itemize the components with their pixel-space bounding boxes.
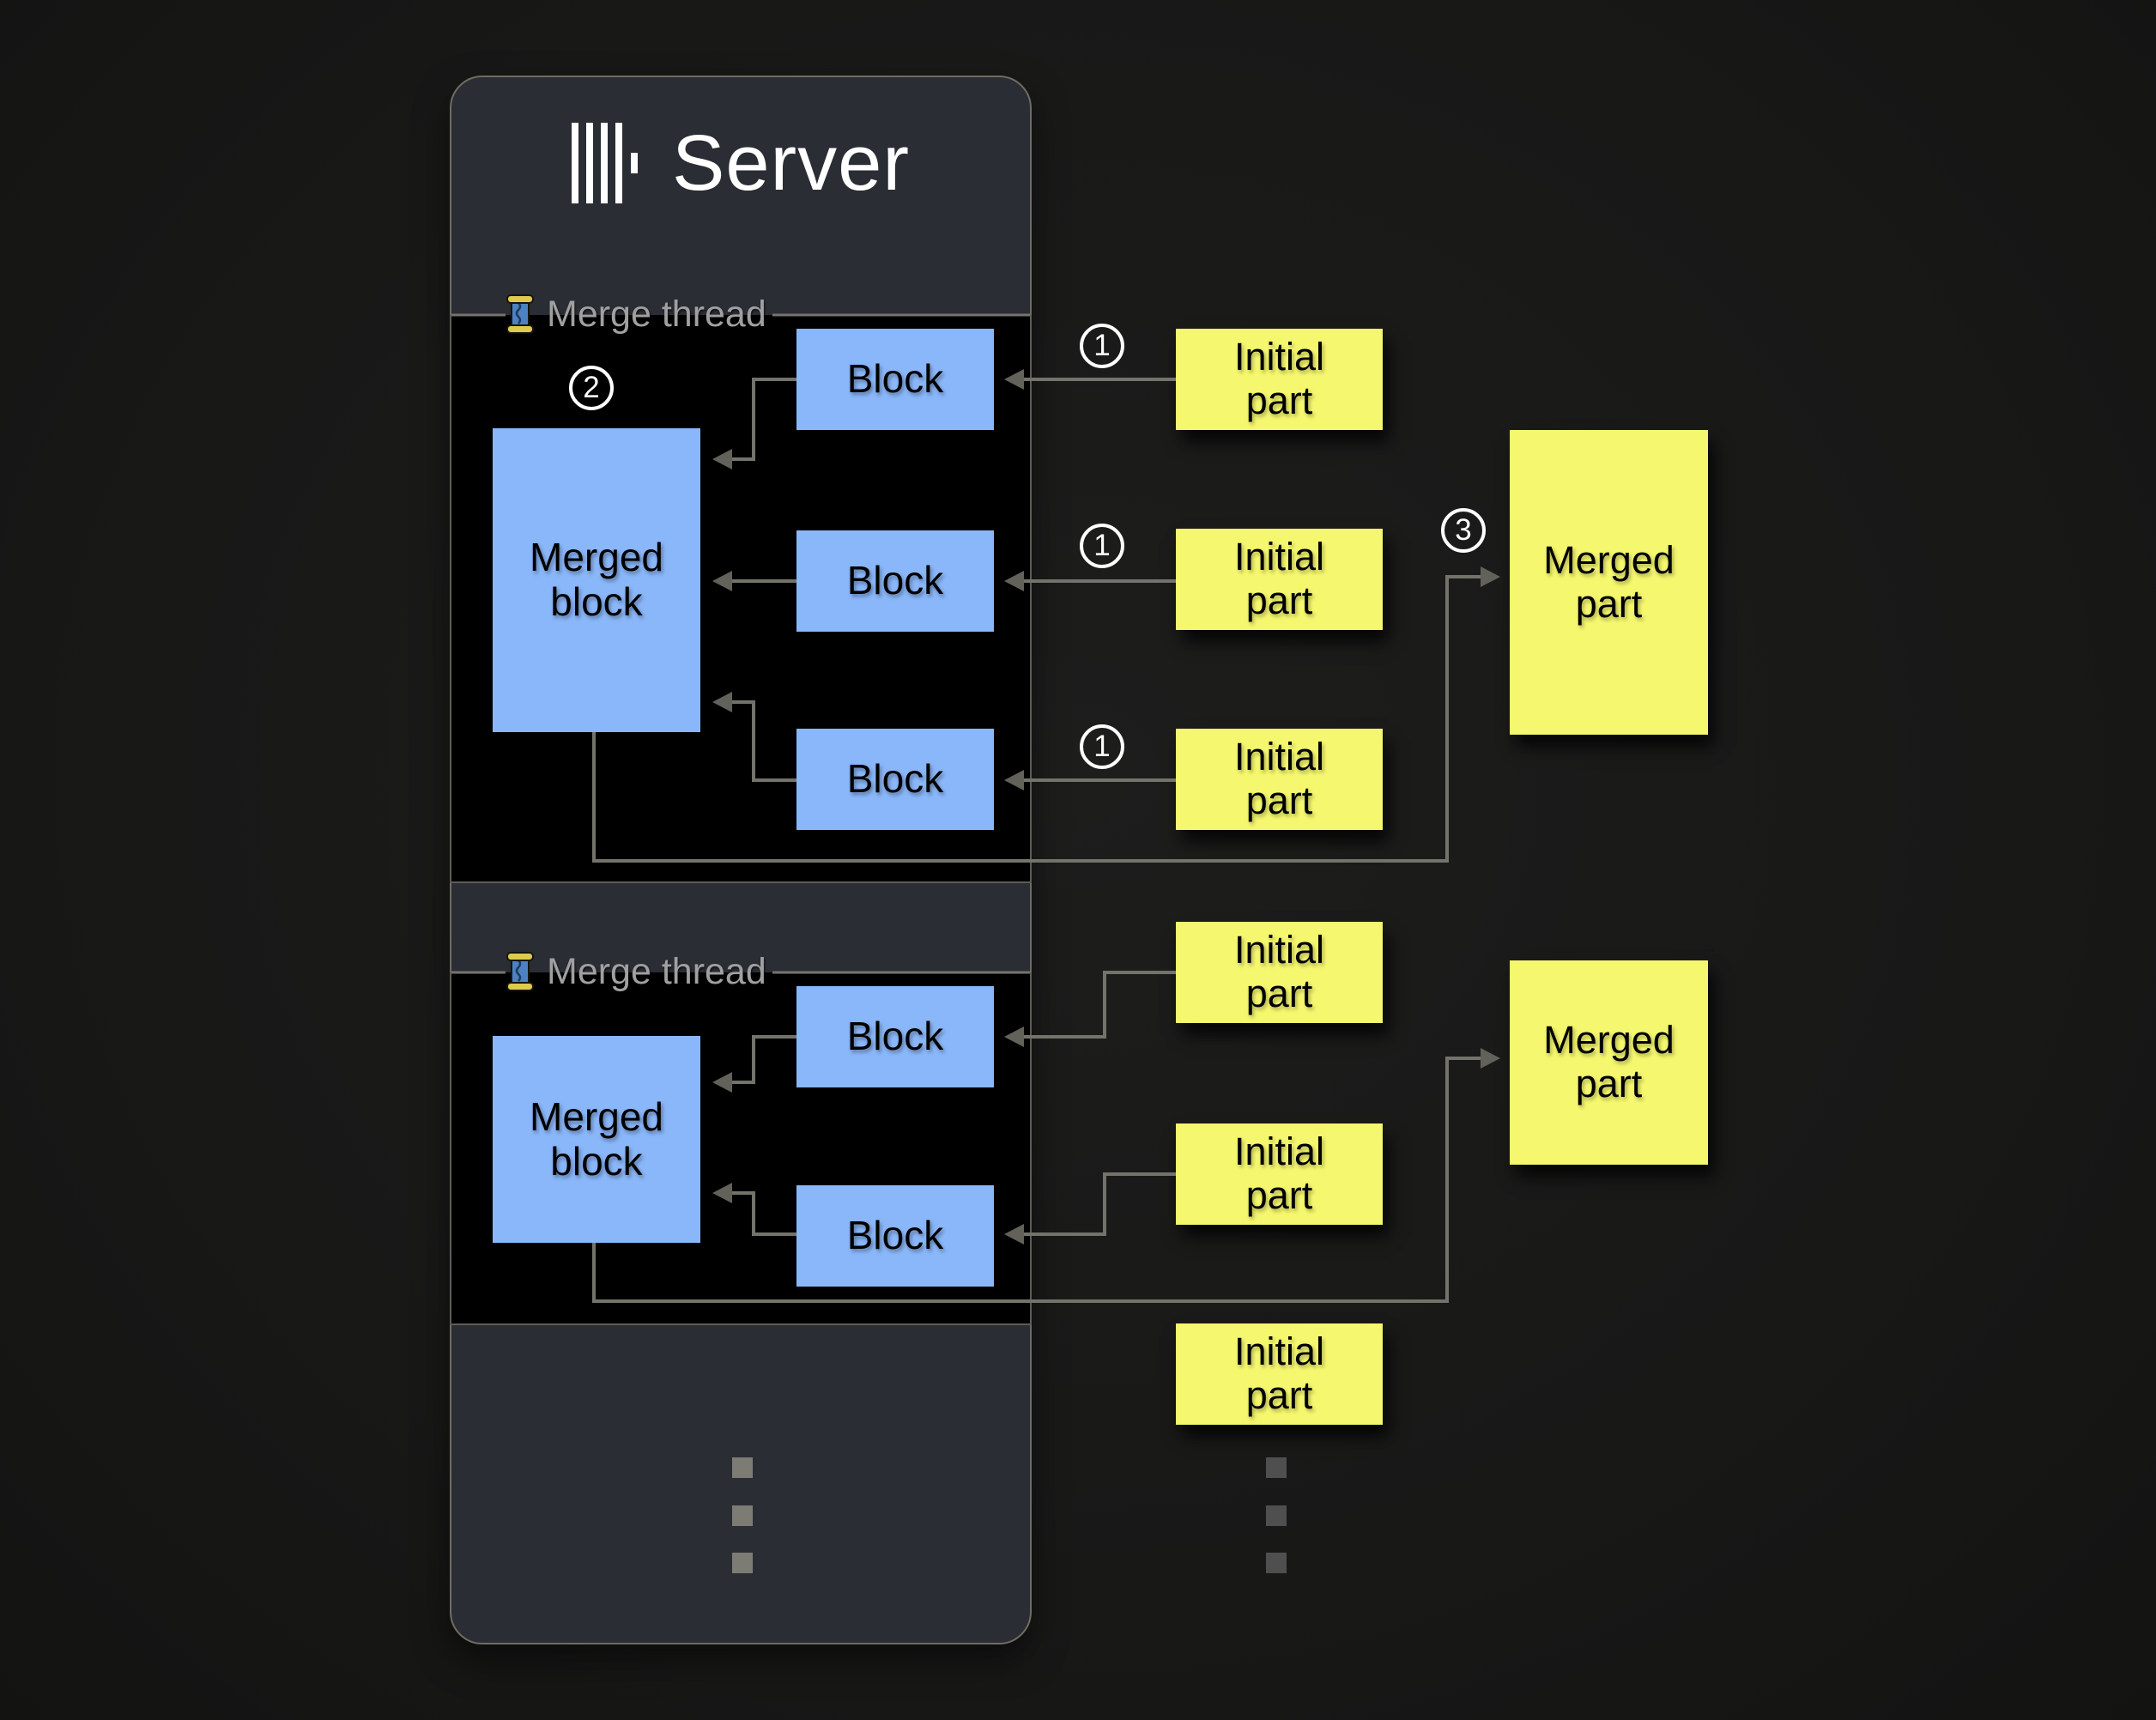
clickhouse-logo-icon (572, 123, 639, 203)
thread-spool-icon (506, 294, 534, 334)
merge-thread-legend-2: Merge thread (506, 950, 766, 993)
merge-thread-label: Merge thread (547, 293, 766, 335)
merge-thread-legend-1: Merge thread (506, 293, 766, 336)
arrow-initial4-to-block4 (1022, 971, 1176, 1039)
thread-spool-icon (506, 952, 534, 991)
block-5: Block (796, 1185, 994, 1287)
merge-thread-label: Merge thread (547, 950, 766, 992)
step-badge-3: 3 (1441, 508, 1486, 553)
block-4: Block (796, 986, 994, 1087)
step-badge-1b: 1 (1080, 524, 1124, 568)
ellipsis-right-dot (1266, 1505, 1287, 1526)
initial-part-3: Initial part (1176, 729, 1383, 830)
merged-block-1: Merged block (493, 428, 700, 732)
ellipsis-left-dot (732, 1457, 753, 1478)
block-1: Block (796, 329, 994, 430)
merged-part-1: Merged part (1510, 430, 1708, 735)
ellipsis-left-dot (732, 1553, 753, 1573)
server-title: Server (672, 118, 910, 207)
step-badge-1c: 1 (1080, 724, 1124, 769)
block-2: Block (796, 530, 994, 632)
ellipsis-right-dot (1266, 1553, 1287, 1573)
initial-part-2: Initial part (1176, 529, 1383, 630)
initial-part-4: Initial part (1176, 922, 1383, 1023)
initial-part-5: Initial part (1176, 1123, 1383, 1225)
ellipsis-right-dot (1266, 1457, 1287, 1478)
initial-part-1: Initial part (1176, 329, 1383, 430)
ellipsis-left-dot (732, 1505, 753, 1526)
arrow-initial5-to-block5 (1022, 1172, 1176, 1236)
step-badge-1a: 1 (1080, 324, 1124, 368)
step-badge-2: 2 (569, 366, 614, 410)
merged-block-2: Merged block (493, 1036, 700, 1243)
server-header: Server (450, 118, 1032, 208)
initial-part-6: Initial part (1176, 1323, 1383, 1425)
merged-part-2: Merged part (1510, 960, 1708, 1165)
block-3: Block (796, 729, 994, 830)
